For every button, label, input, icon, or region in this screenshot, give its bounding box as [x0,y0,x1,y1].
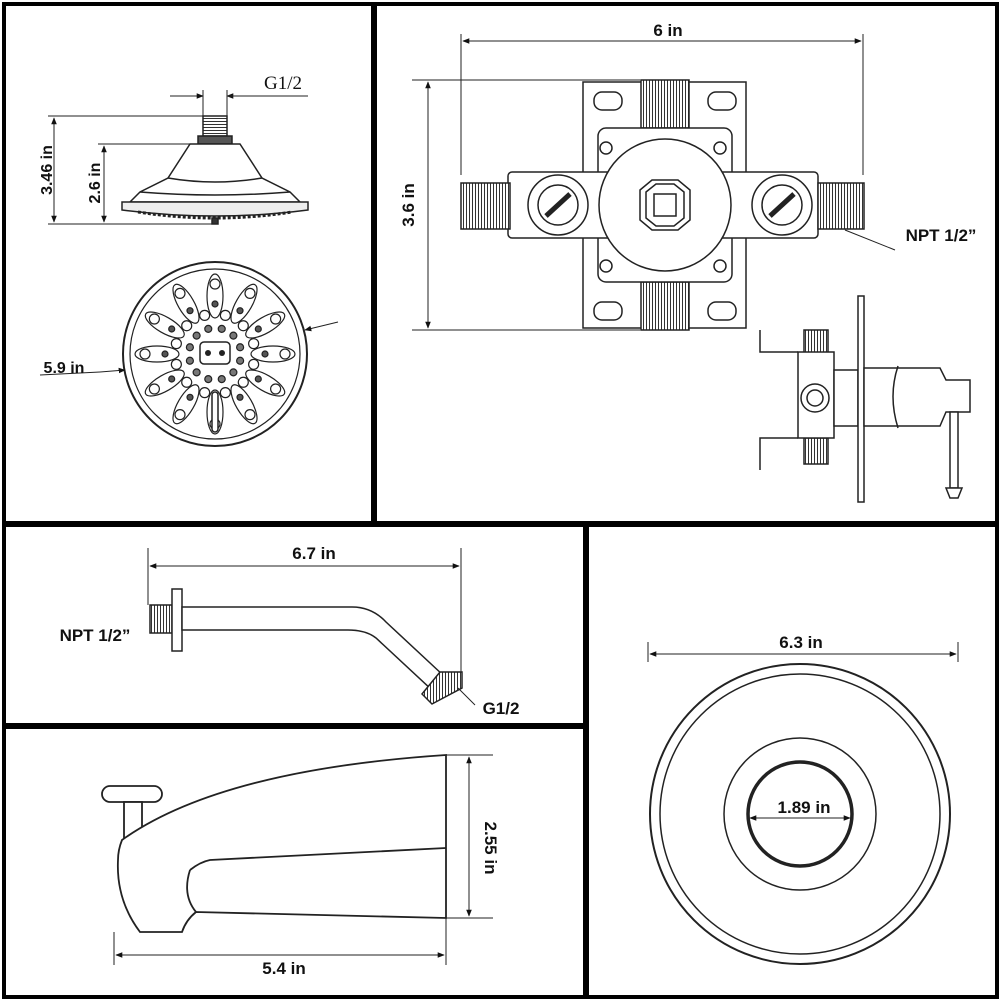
nozzle [261,350,269,358]
nozzle [186,307,194,315]
nozzle [236,343,245,352]
nozzle [174,409,186,421]
shower-head-face-view [122,261,308,447]
nozzle [219,309,231,321]
shower-arm-drawing [149,588,463,705]
nozzle [170,358,182,370]
shower-head-total-height-label: 3.46 in [39,145,56,195]
nozzle [168,375,176,383]
escutcheon-outer-diameter-label: 6.3 in [779,633,822,652]
valve-height-label: 3.6 in [399,183,418,226]
nozzle [254,325,262,333]
nozzle [248,358,260,370]
valve-side-view [759,295,971,503]
shower-arm-length-label: 6.7 in [292,544,335,563]
nozzle [279,348,291,360]
valve-panel: 6 in 3.6 in [399,21,977,503]
nozzle [237,320,249,332]
shower-arm-panel: 6.7 in NPT 1/2” G1/2 [60,544,520,718]
nozzle [237,376,249,388]
nozzle [139,348,151,360]
nozzle [168,325,176,333]
nozzle [236,307,244,315]
shower-head-head-height-label: 2.6 in [87,163,104,204]
shower-head-side-view [121,115,309,225]
nozzle [185,356,194,365]
nozzle [217,324,226,333]
shower-head-nozzles [134,273,296,435]
nozzle [211,300,219,308]
shower-head-thread-label: G1/2 [264,73,302,94]
nozzle [148,383,160,395]
tub-spout-drawing [101,754,447,933]
escutcheon-panel: 6.3 in 1.89 in [647,633,959,965]
nozzle [270,313,282,325]
shower-head-panel: G1/2 3.46 in 2.6 in 5.9 in [39,73,339,447]
nozzle [192,368,201,377]
shower-head-diameter-label: 5.9 in [44,360,85,377]
tub-spout-panel: 2.55 in 5.4 in [101,754,500,978]
shower-arm-outlet-label: G1/2 [483,699,520,718]
valve-width-label: 6 in [653,21,682,40]
nozzle [199,309,211,321]
nozzle [186,393,194,401]
nozzle [170,338,182,350]
nozzle [192,331,201,340]
shower-arm-inlet-label: NPT 1/2” [60,626,131,645]
valve-front-view [460,79,865,331]
nozzle [185,343,194,352]
nozzle [229,368,238,377]
tub-spout-height-label: 2.55 in [481,822,500,875]
nozzle [248,338,260,350]
nozzle [217,375,226,384]
nozzle [270,383,282,395]
escutcheon-drawing [649,663,951,965]
nozzle [236,356,245,365]
nozzle [161,350,169,358]
nozzle [236,393,244,401]
nozzle [209,278,221,290]
nozzle [244,409,256,421]
nozzle [181,320,193,332]
nozzle [219,387,231,399]
escutcheon-hole-diameter-label: 1.89 in [778,798,831,817]
nozzle [204,375,213,384]
nozzle [174,287,186,299]
nozzle [244,287,256,299]
nozzle [229,331,238,340]
valve-inlet-label: NPT 1/2” [906,226,977,245]
nozzle [148,313,160,325]
nozzle [254,375,262,383]
nozzle [199,387,211,399]
nozzle [181,376,193,388]
nozzle [204,324,213,333]
tub-spout-length-label: 5.4 in [262,959,305,978]
